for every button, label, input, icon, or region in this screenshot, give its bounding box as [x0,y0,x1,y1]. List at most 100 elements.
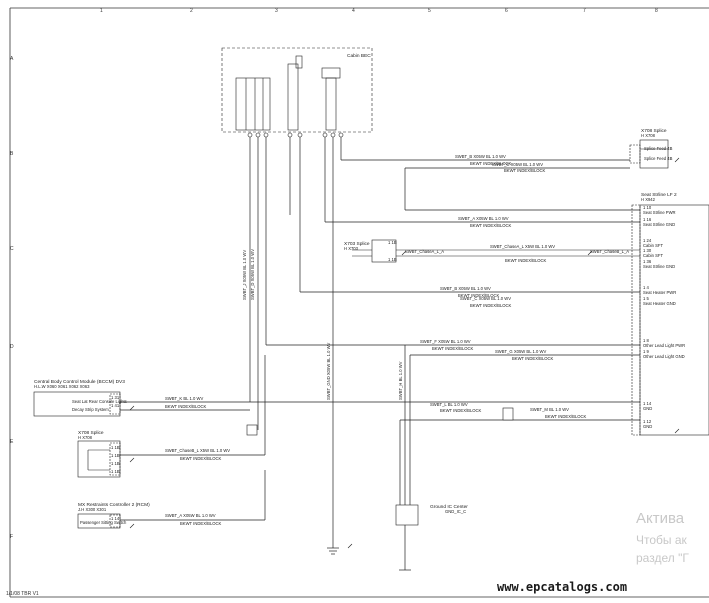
seat-pin-label: Cabin SFT [643,243,663,248]
cbcm-pin-2-label: Decay Strip System [72,407,109,412]
wire-label-top: SWBT_F X05W BL 1.0 WV [420,339,471,344]
seat-pin-num: 1 12 [643,419,652,424]
wire-label-bottom: BKWT INDEX/BLOCK [470,223,512,228]
wire-label-top: SWBT_L BL 1.0 WV [430,402,468,407]
wire-label-top: SWBT_A X05W BL 1.0 WV [458,216,509,221]
grid-col-4: 4 [352,8,355,14]
seat-pin-num: 1 5 [643,296,649,301]
x708-top-title: X708 Splice [641,128,667,134]
wire-label-bottom: BKWT INDEX/BLOCK [470,303,512,308]
activation-watermark-line1: Актива [636,510,685,527]
activation-watermark-line2: Чтобы ак [636,533,688,547]
wire-label-top: SWBT_B X05W BL 1.0 WV [440,286,491,291]
activation-watermark-line3: раздел "Г [636,551,689,565]
x708-top-pin-1: Splice Feed 4B [644,146,673,151]
seat-strline-connector: H X942 [641,197,656,202]
x703-pin-1: 1 1B [388,240,397,245]
ground-sub: GND_IC_C [445,509,466,514]
grid-row-markers: A B C D E F [10,56,14,540]
cabin-bec-module [221,47,373,133]
seat-pin-num: 1 10 [643,205,652,210]
vertical-label: SWBT_D X05W BL 1.0 WV [250,249,255,300]
cbcm-connector: H.L.W X060 X061 X062 X063 [34,384,90,389]
cbcm-pin-2-num: 1 41 [111,403,120,408]
cbcm-module [33,391,121,417]
seat-pin-label: Other Lead Light PWR [643,343,685,348]
seat-strline-pins: 1 10 Seat Strline PWR 1 16 Seat Strline … [643,205,685,429]
grid-col-6: 6 [505,8,508,14]
inline-connectors [246,407,514,526]
footer-code: 1/1/08 TBR V1 [6,591,39,597]
seat-pin-label: Other Lead Light GND [643,354,685,359]
ground-symbol [327,525,411,571]
cabin-bec-connectors [247,132,344,138]
cbcm-pin-1-num: 1 31 [111,395,120,400]
wire-label-bottom: BKWT INDEX/BLOCK [440,408,482,413]
grid-col-7: 7 [583,8,586,14]
grid-row-e: E [10,439,14,445]
cbcm-pin-1-label: Seat Lat Rear Console Lights [72,399,127,404]
wire-label-top: SWBT_ChaseA_L X5W BL 1.0 WV [490,244,555,249]
vertical-wire-labels: SWBT_J X05W BL 1.0 WV SWBT_D X05W BL 1.0… [242,249,403,400]
seat-pin-label: Cabin SFT [643,253,663,258]
wire-label-top: SWBT_M BL 1.0 WV [530,407,569,412]
mx-rcm-pin-label: Passenger Sitting Switch [80,520,127,525]
vertical-label: SWBT_J X05W BL 1.0 WV [242,250,247,300]
x708-top-pin-2: Splice Feed 4B [644,156,673,161]
seat-pin-num: 1 8 [643,338,649,343]
page-frame [9,7,709,598]
wire-label-top: SWBT_C X05W BL 1.0 WV [460,296,511,301]
cabin-bec-title: Cabin BEC [347,53,371,59]
activation-watermark-box [630,500,709,580]
wire-label-top: SWBT_ChaseB_L X5W BL 1.0 WV [165,448,230,453]
mx-rcm-module [77,513,121,529]
wire-label-bottom: SWBT_ChaseB_L_A [590,249,629,254]
seat-pin-num: 1 9 [643,349,649,354]
seat-pin-label: Seat Strline GND [643,264,675,269]
wire-break-marks [129,157,680,549]
seat-pin-num: 1 16 [643,217,652,222]
grid-row-d: D [10,344,14,350]
x708-lower-pin-1: 1 1B [111,445,120,450]
wire-label-bottom: BKWT INDEX/BLOCK [180,521,222,526]
x708-lower-connector: H X708 [78,435,93,440]
wire-label-bottom: BKWT INDEX/BLOCK [165,404,207,409]
wire-label-bottom: BKWT INDEX/BLOCK [504,168,546,173]
wire-labels: SWBT_B X05W BL 1.0 WV BKWT INDEX/BLOCK S… [165,154,629,526]
grid-column-markers: 1 2 3 4 5 6 7 8 [100,8,658,14]
vertical-wires [249,137,640,510]
wire-label-top: SWBT_ChaseA_L_A [405,249,444,254]
wire-label-top: SWBT_K BL 1.0 WV [165,396,203,401]
wire-label-top: SWBT_A X05W BL 1.0 WV [165,513,216,518]
grid-row-c: C [10,246,14,252]
seat-pin-num: 1 4 [643,285,649,290]
wire-label-bottom: BKWT INDEX/BLOCK [505,258,547,263]
seat-strline-title: Seat Strline LF 2 [641,192,677,198]
wire-label-bottom: BKWT INDEX/BLOCK [180,456,222,461]
grid-row-b: B [10,151,14,157]
wire-label-top: SWBT_B X05W BL 1.0 WV [455,154,506,159]
x703-connector: H X703 [344,246,359,251]
grid-col-3: 3 [275,8,278,14]
grid-row-a: A [10,56,14,62]
wire-label-bottom: BKWT INDEX/BLOCK [432,346,474,351]
grid-col-1: 1 [100,8,103,14]
x708-top-connector: H X708 [641,133,656,138]
x708-lower-pin-2: 1 1B [111,453,120,458]
lower-wires [120,345,640,540]
seat-strline-module [631,204,709,436]
seat-pin-num: 1 24 [643,238,652,243]
seat-pin-label: Seat Strline PWR [643,210,676,215]
seat-pin-label: Seat Heater PWR [643,290,676,295]
vertical-label: SWBT_H BL 1.0 WV [398,361,403,400]
grid-row-f: F [10,534,13,540]
wire-label-top: SWBT_G X05W BL 1.0 WV [495,349,546,354]
seat-pin-label: Seat Strline GND [643,222,675,227]
wire-label-top: SWBT_C X05W BL 1.0 WV [492,162,543,167]
mx-rcm-pin-num: 1 14 [111,516,120,521]
mx-rcm-title: MX Restraints Controller 2 (RCM) [78,502,150,508]
vertical-label: SWBT_GND X05W BL 1.0 WV [326,342,331,400]
mx-rcm-connector: J.H X300 X301 [78,507,107,512]
seat-pin-num: 1 36 [643,259,652,264]
